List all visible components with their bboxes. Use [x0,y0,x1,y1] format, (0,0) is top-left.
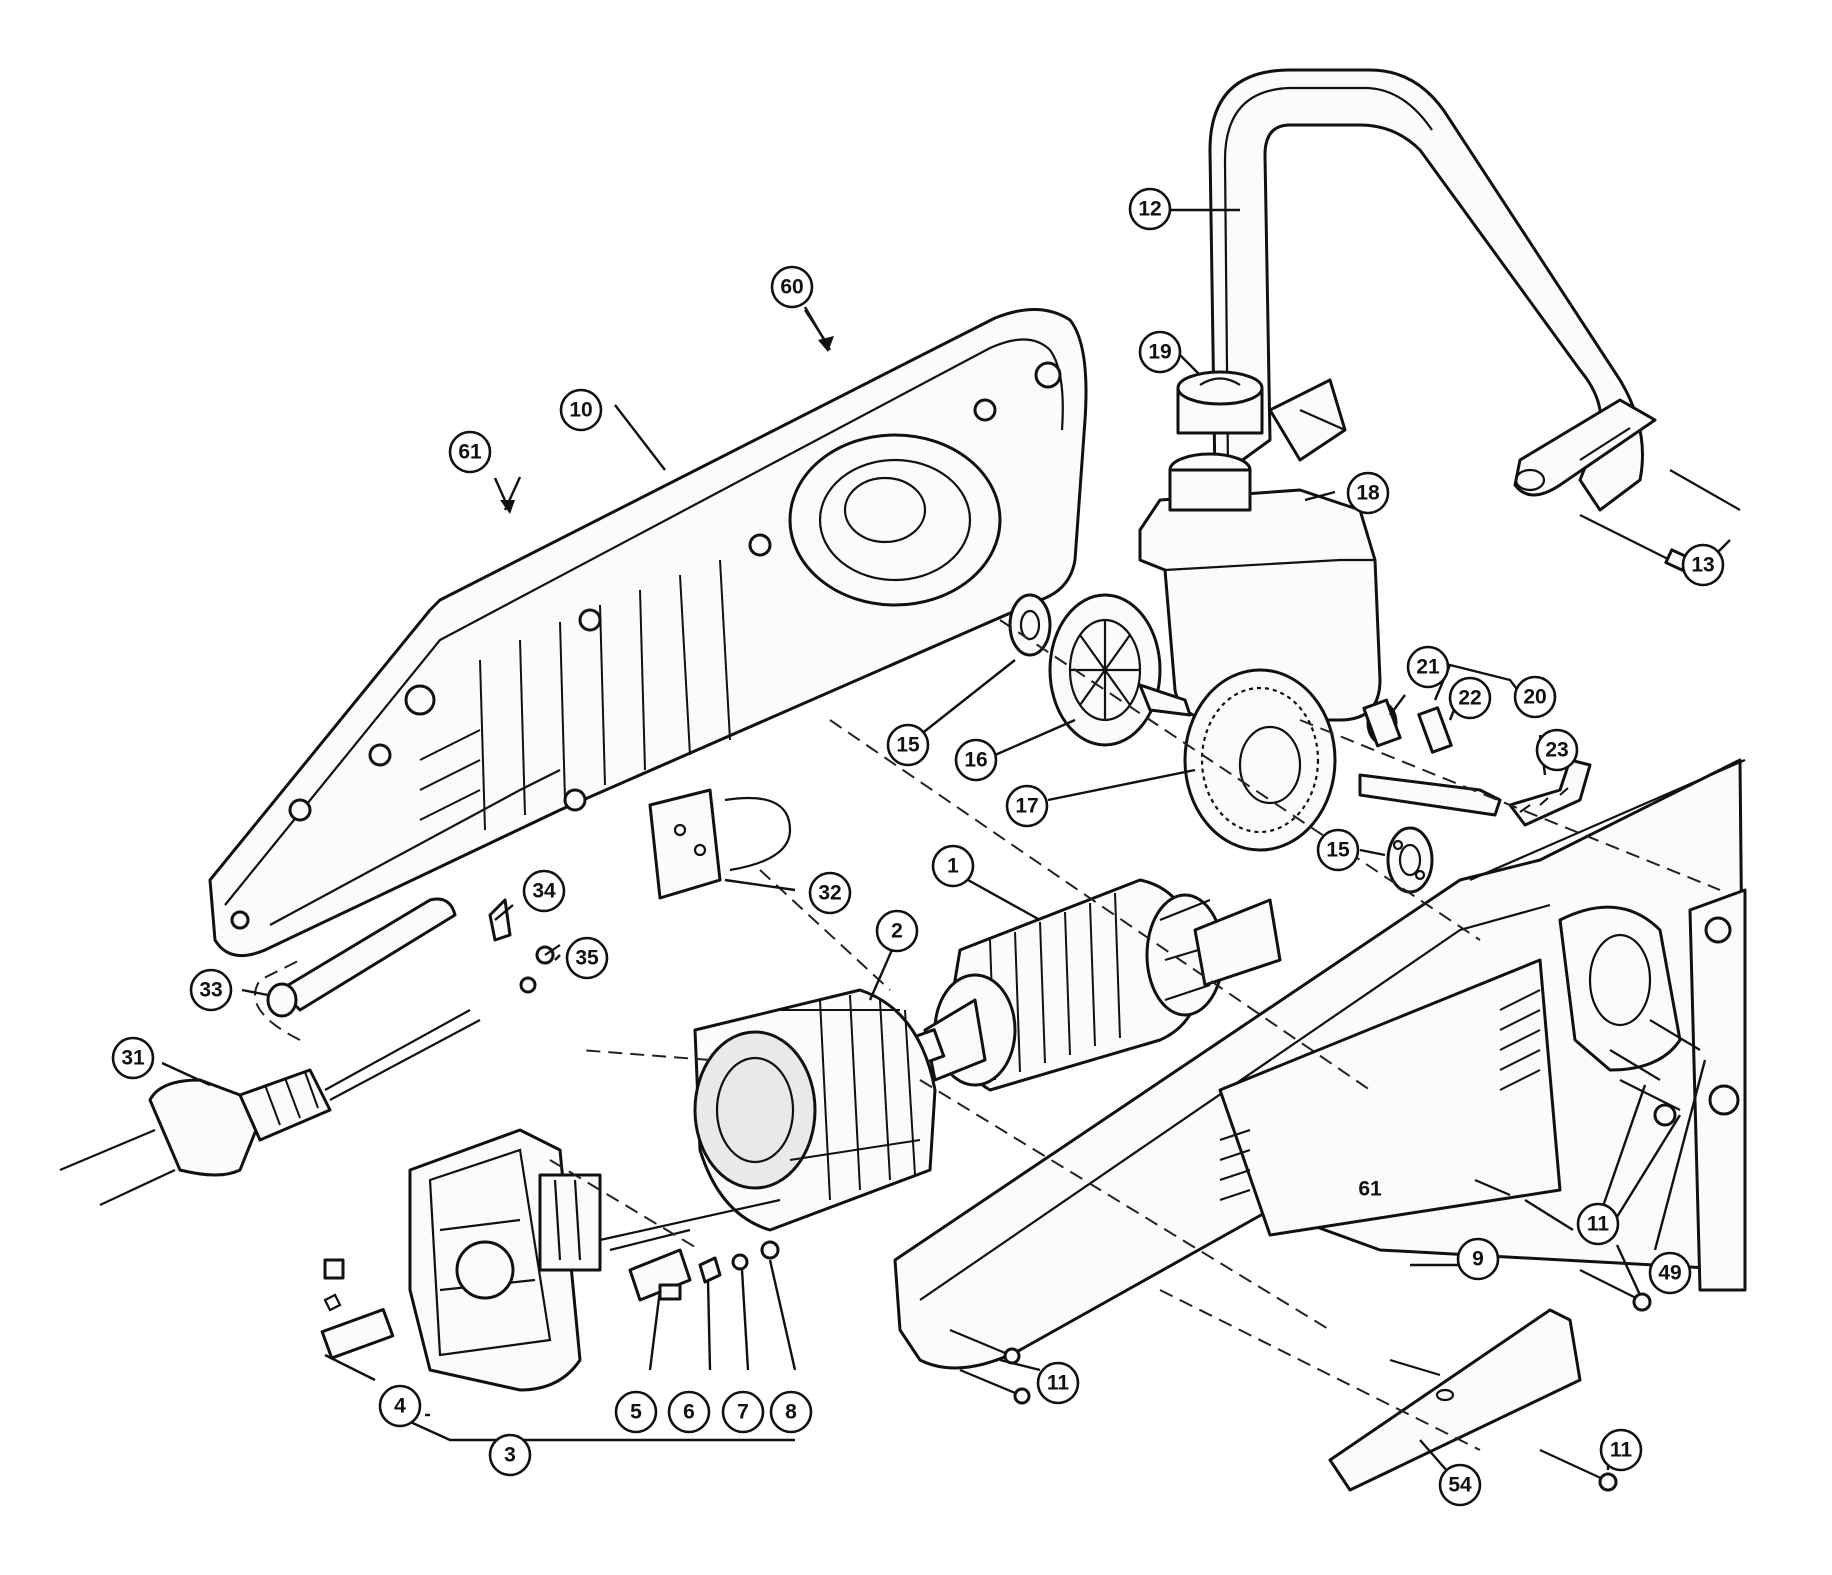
part-field-stator [693,988,937,1232]
svg-text:6: 6 [683,1401,695,1424]
callout-33: 33 [189,968,233,1012]
callout-4: 4 [378,1384,422,1428]
svg-text:22: 22 [1458,687,1481,710]
callout-15-upper: 15 [886,723,930,767]
part-lubrication-kit [1358,698,1592,827]
callout-15-lower: 15 [1316,828,1360,872]
callout-17: 17 [1005,784,1049,828]
callout-11-front: 11 [1036,1361,1080,1405]
svg-text:5: 5 [630,1401,642,1424]
svg-text:18: 18 [1356,482,1380,505]
callout-5: 5 [614,1390,658,1434]
callout-1: 1 [931,844,975,888]
callout-54: 54 [1438,1463,1482,1507]
svg-text:60: 60 [780,276,803,299]
reference-arrows [493,309,834,514]
svg-text:11: 11 [1610,1439,1633,1462]
callout-19: 19 [1138,330,1182,374]
callout-16: 16 [954,738,998,782]
part-armature [899,878,1282,1092]
svg-text:61: 61 [1358,1178,1382,1201]
svg-text:15: 15 [1326,839,1350,862]
assembly-lines [549,619,1721,1451]
callout-34: 34 [522,869,566,913]
part-oil-tank [1138,370,1382,722]
svg-text:34: 34 [532,880,556,903]
svg-text:3: 3 [504,1444,516,1467]
callout-35: 35 [565,936,609,980]
part-small-hardware [599,1198,781,1302]
callout-31: 31 [111,1036,155,1080]
callout-7: 7 [721,1390,765,1434]
callout-13: 13 [1681,543,1725,587]
callout-3: 3 [488,1433,532,1477]
callout-11-cover: 11 [1599,1428,1643,1472]
callout-8: 8 [769,1390,813,1434]
svg-text:11: 11 [1047,1372,1070,1395]
part-bearing-upper [1008,593,1052,657]
svg-text:9: 9 [1472,1248,1484,1271]
svg-text:4: 4 [394,1395,406,1418]
svg-text:61: 61 [458,441,482,464]
callout-21: 21 [1406,645,1450,689]
svg-text:2: 2 [891,920,903,943]
part-cord-sleeve [266,897,561,1018]
svg-text:23: 23 [1545,739,1568,762]
svg-text:32: 32 [818,882,841,905]
svg-text:49: 49 [1658,1262,1681,1285]
svg-text:54: 54 [1448,1474,1472,1497]
part-switch [648,788,792,900]
part-right-housing [893,758,1747,1370]
part-screws [949,1019,1701,1492]
callout-20: 20 [1513,675,1557,719]
svg-text:19: 19 [1148,341,1171,364]
part-end-frame [320,1128,602,1392]
label-61-housing: 61 [1358,1178,1382,1201]
part-bearing-lower [1386,826,1434,894]
svg-text:13: 13 [1691,554,1714,577]
callout-18: 18 [1346,471,1390,515]
svg-text:20: 20 [1523,686,1546,709]
part-front-handle [1208,68,1657,512]
svg-text:35: 35 [575,947,599,970]
callout-2: 2 [875,909,919,953]
part-plug-cord [59,959,481,1206]
callout-60: 60 [770,265,814,309]
callout-11-side: 11 [1576,1202,1620,1246]
svg-text:33: 33 [199,979,222,1002]
svg-text:15: 15 [896,734,920,757]
svg-text:10: 10 [569,399,592,422]
svg-text:31: 31 [121,1047,145,1070]
callout-23: 23 [1535,728,1579,772]
svg-text:16: 16 [964,749,987,772]
callout-32: 32 [808,871,852,915]
part-bevel-gear [1183,668,1337,852]
callout-61-left: 61 [448,430,492,474]
part-left-housing [208,308,1088,958]
svg-text:8: 8 [785,1401,797,1424]
callout-9: 9 [1456,1237,1500,1281]
svg-text:21: 21 [1416,656,1440,679]
callout-49: 49 [1648,1251,1692,1295]
svg-text:7: 7 [737,1401,749,1424]
svg-text:12: 12 [1138,198,1161,221]
svg-text:11: 11 [1587,1213,1610,1236]
part-cover-plate [1328,1308,1582,1492]
svg-text:17: 17 [1015,795,1038,818]
callout-6: 6 [667,1390,711,1434]
callout-10: 10 [559,388,603,432]
callout-22: 22 [1448,676,1492,720]
callout-12: 12 [1128,187,1172,231]
svg-text:1: 1 [947,855,959,878]
